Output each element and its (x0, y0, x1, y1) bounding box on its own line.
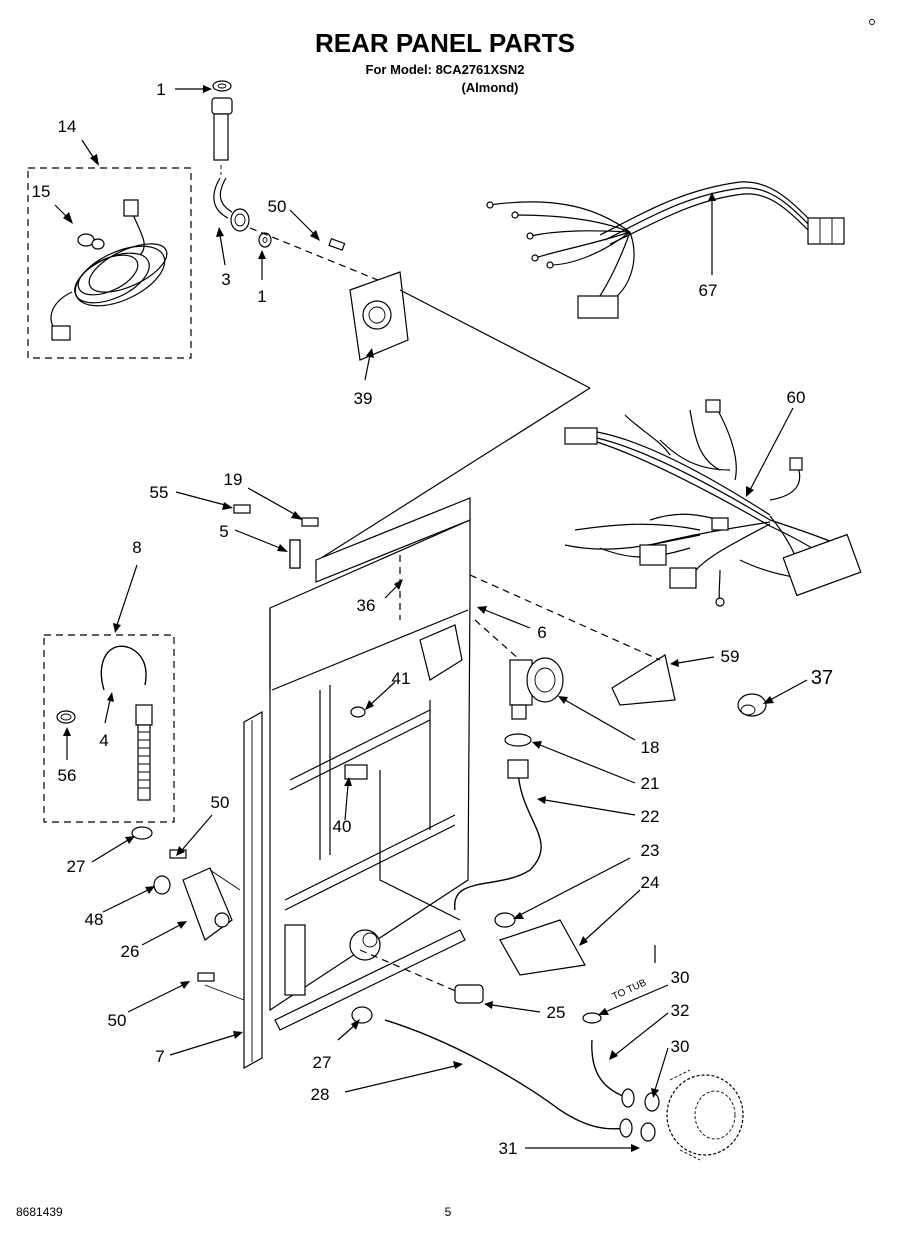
clamp-30b (644, 1092, 660, 1112)
clamp-27a (131, 826, 153, 840)
wire-harness-60 (564, 399, 862, 607)
kit-8-dashed-box (43, 634, 175, 823)
callout-19: 19 (224, 470, 243, 489)
wire-harness-67 (486, 181, 845, 319)
callout-37: 37 (811, 667, 833, 689)
bracket-26 (182, 867, 241, 941)
callout-27b: 27 (313, 1053, 332, 1072)
water-valve-18 (474, 619, 564, 720)
callout-50c: 50 (108, 1011, 127, 1030)
clamp-21 (504, 733, 532, 747)
callout-59: 59 (721, 647, 740, 666)
callout-1b: 1 (257, 287, 266, 306)
callout-41: 41 (392, 669, 411, 688)
color-line: (Almond) (461, 80, 518, 95)
knob-37 (737, 693, 767, 717)
callout-28: 28 (311, 1085, 330, 1104)
kit-14-dashed-box (27, 167, 192, 359)
side-rail-7 (243, 710, 263, 1070)
callout-30a: 30 (671, 968, 690, 987)
callout-21: 21 (641, 774, 660, 793)
drain-hose-kit (43, 634, 175, 823)
to-tub-label: TO TUB (611, 977, 649, 1002)
callout-18: 18 (641, 738, 660, 757)
bracket-24 (494, 912, 586, 976)
pump-housing (666, 1069, 744, 1161)
page-title: REAR PANEL PARTS (315, 28, 575, 58)
page-number: 5 (445, 1205, 452, 1219)
model-line: For Model: 8CA2761XSN2 (366, 62, 525, 77)
callout-30b: 30 (671, 1037, 690, 1056)
callout-56: 56 (58, 766, 77, 785)
pressure-hose-25 (359, 949, 484, 1004)
inlet-assembly (211, 80, 591, 561)
callout-32: 32 (671, 1001, 690, 1020)
callout-4: 4 (99, 731, 108, 750)
callout-24: 24 (641, 873, 660, 892)
callout-36: 36 (357, 596, 376, 615)
callout-3: 3 (221, 270, 230, 289)
callout-1a: 1 (156, 80, 165, 99)
callout-7: 7 (155, 1047, 164, 1066)
drain-hose-28 (351, 1006, 626, 1130)
callout-23: 23 (641, 841, 660, 860)
callout-26: 26 (121, 942, 140, 961)
callout-48: 48 (85, 910, 104, 929)
doc-number: 8681439 (16, 1205, 63, 1219)
callout-5: 5 (219, 522, 228, 541)
callout-labels: 1 14 15 50 3 1 39 67 60 55 19 5 8 36 6 5… (32, 80, 834, 1158)
callout-55: 55 (150, 483, 169, 502)
bracket-5 (289, 539, 301, 569)
callout-6: 6 (537, 623, 546, 642)
screw-55 (233, 504, 251, 514)
callout-14: 14 (58, 117, 77, 136)
corner-mark (869, 19, 875, 25)
hose-22 (454, 759, 542, 911)
callout-50b: 50 (211, 793, 230, 812)
callout-25: 25 (547, 1003, 566, 1022)
callout-27a: 27 (67, 857, 86, 876)
callout-8: 8 (132, 538, 141, 557)
screw-19 (301, 517, 319, 527)
leader-lines (54, 85, 808, 1152)
callout-31: 31 (499, 1139, 518, 1158)
callout-39: 39 (354, 389, 373, 408)
callout-67: 67 (699, 281, 718, 300)
rear-panel (269, 497, 471, 1031)
cover-59 (611, 654, 676, 706)
screw-50c (197, 972, 215, 982)
callout-15: 15 (32, 182, 51, 201)
callout-40: 40 (333, 817, 352, 836)
callout-22: 22 (641, 807, 660, 826)
callout-50a: 50 (268, 197, 287, 216)
clamp-31 (640, 1122, 656, 1142)
callout-60: 60 (787, 388, 806, 407)
clip-48 (153, 875, 171, 895)
hose-32 (582, 1012, 635, 1108)
power-cord-kit (27, 167, 192, 359)
